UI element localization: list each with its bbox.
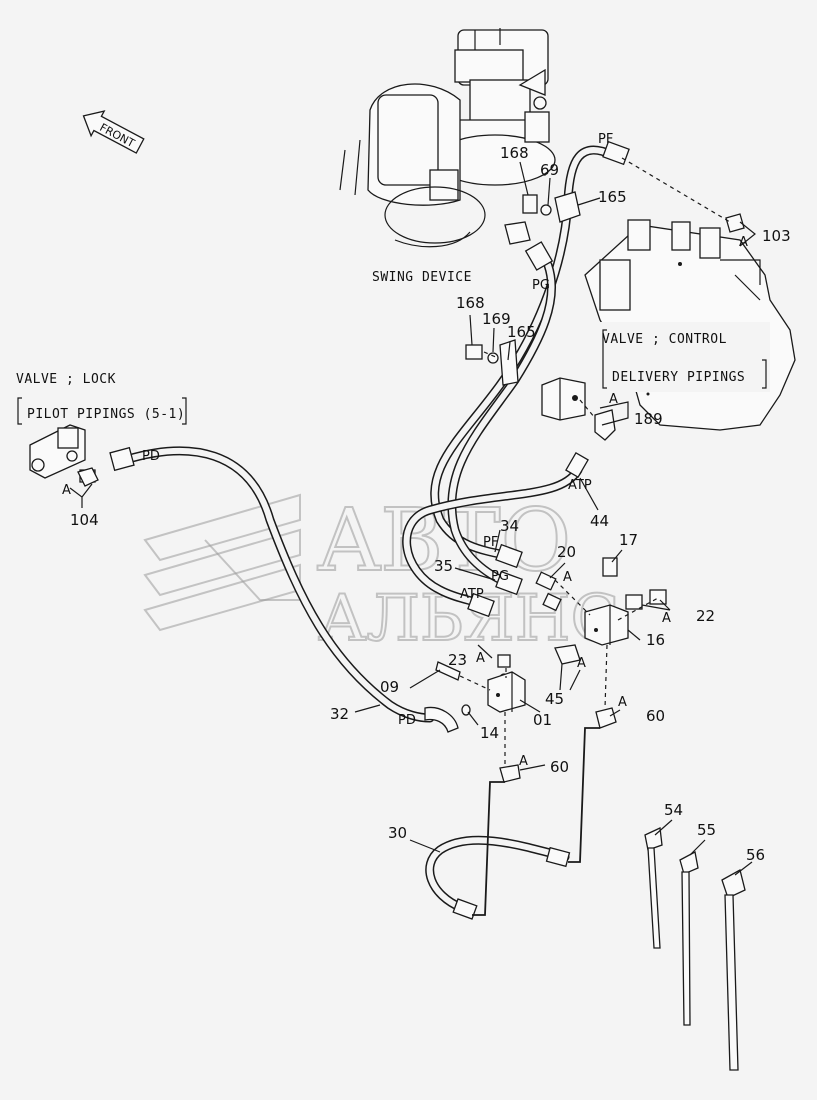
watermark: ABTO АЛЬЯНС [143, 490, 620, 657]
part-number-55: 55 [697, 821, 716, 839]
cable-tie-54 [644, 827, 663, 949]
ref-mark-a: A [62, 483, 71, 498]
part-number-45: 45 [545, 690, 564, 708]
front-arrow-icon: FRONT [82, 110, 145, 154]
port-label-pd-low: PD [398, 713, 416, 728]
part-number-56: 56 [746, 846, 765, 864]
pipe-30 [472, 727, 600, 916]
ref-mark-a: A [618, 695, 627, 710]
part-number-14: 14 [480, 724, 499, 742]
delivery-pipings-label: DELIVERY PIPINGS [612, 370, 745, 385]
part-number-01: 01 [533, 711, 552, 729]
control-valve-caption: VALVE ; CONTROL DELIVERY PIPINGS [602, 329, 767, 389]
part-number-16: 16 [646, 631, 665, 649]
hoses [120, 145, 617, 913]
ref-mark-a: A [609, 392, 618, 407]
leader-lines [69, 161, 756, 876]
port-label-pd-left: PD [142, 449, 160, 464]
cable-tie-56 [721, 869, 746, 1071]
part-number-54: 54 [664, 801, 683, 819]
part-number-60-lower: 60 [550, 758, 569, 776]
part-number-189: 189 [634, 410, 663, 428]
hose-fittings [109, 140, 630, 920]
ref-mark-a: A [577, 656, 586, 671]
swing-device-caption: SWING DEVICE [372, 270, 472, 285]
valve-control-label: VALVE ; CONTROL [602, 332, 727, 347]
part-number-165-mid: 165 [507, 323, 536, 341]
part-number-60-upper: 60 [646, 707, 665, 725]
part-number-69: 69 [540, 161, 559, 179]
part-number-34: 34 [500, 517, 519, 535]
port-label-pg-mid: PG [491, 569, 509, 584]
cable-tie-55 [679, 851, 699, 1026]
part-number-32: 32 [330, 705, 349, 723]
port-label-atp-low: ATP [460, 587, 484, 602]
pilot-pipings-label: PILOT PIPINGS (5-1) [27, 407, 185, 422]
ref-mark-a: A [739, 235, 748, 250]
port-label-pf-top: PF [598, 132, 613, 147]
part-number-44: 44 [590, 512, 609, 530]
part-number-168-mid: 168 [456, 294, 485, 312]
port-label-pf-mid: PF [483, 535, 498, 550]
part-number-17: 17 [619, 531, 638, 549]
part-number-22: 22 [696, 607, 715, 625]
part-number-169: 169 [482, 310, 511, 328]
watermark-line2: АЛЬЯНС [318, 582, 619, 656]
center-lines [459, 157, 731, 765]
port-label-pg-top: PG [532, 278, 550, 293]
port-label-atp-mid: ATP [568, 478, 592, 493]
ref-mark-a: A [519, 754, 528, 769]
part-number-20: 20 [557, 543, 576, 561]
ref-mark-a: A [563, 570, 572, 585]
part-number-09: 09 [380, 678, 399, 696]
valve-lock-label: VALVE ; LOCK [16, 372, 116, 387]
small-fittings [77, 191, 745, 783]
ref-mark-a: A [662, 611, 671, 626]
pilot-block-drawing [541, 377, 586, 421]
part-number-165-top: 165 [598, 188, 627, 206]
valve-lock-caption: VALVE ; LOCK PILOT PIPINGS (5-1) [16, 372, 187, 425]
part-number-35: 35 [434, 557, 453, 575]
part-number-23: 23 [448, 651, 467, 669]
ref-mark-a: A [476, 651, 485, 666]
watermark-logo [143, 493, 301, 632]
part-number-104: 104 [70, 511, 99, 529]
swing-device-drawing [339, 28, 556, 248]
part-number-168-top: 168 [500, 144, 529, 162]
part-number-30: 30 [388, 824, 407, 842]
part-number-103: 103 [762, 227, 791, 245]
